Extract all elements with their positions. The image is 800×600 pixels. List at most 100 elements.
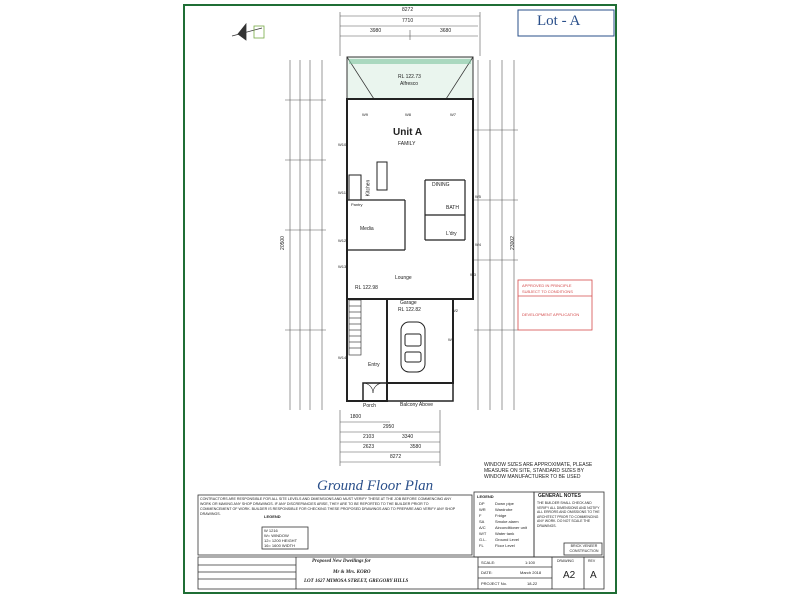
symbol-code: DP [479,501,485,506]
pantry-label: Pantry [351,202,363,207]
window-w3: W3 [470,272,476,277]
window-legend-title: LEGEND [264,514,281,519]
window-legend-item: W 1216 [264,528,278,533]
dim-bottom-2: 2950 [383,424,395,430]
lot-label-box [517,9,615,37]
window-legend-item: 12= 1200 HEIGHT [264,538,298,543]
contract-note: CONTRACTORS ARE RESPONSIBLE FOR ALL SITE… [200,497,456,516]
dining-label: DINING [432,182,450,188]
approval-stamp [517,279,593,331]
bottom-dimension-lines [339,410,441,466]
symbol-legend-title: LEGEND [477,494,494,499]
symbol-label: Down pipe [495,501,514,506]
building-walls [346,98,474,402]
window-legend-item: 16= 1600 WIDTH [264,543,296,548]
dim-top-inner: 7710 [402,18,414,24]
kitchen-label: Kitchen [365,179,372,197]
balcony-label: Balcony Above [400,402,434,408]
car-icon [400,321,426,373]
family-label: FAMILY [398,141,416,147]
symbol-label: Wardrobe [495,507,513,512]
symbol-code: A/C [479,525,486,530]
symbol-label: Floor Level [495,543,515,548]
date-label: DATE: [481,570,493,575]
symbol-code: WR [479,507,486,512]
symbol-label: Ground Level [495,537,520,542]
bath-label: BATH [446,205,459,211]
dim-right-overall: 23002 [509,236,516,250]
laundry-label: L'dry [446,231,457,237]
lot-label: Lot - A [537,13,581,29]
window-w7: W7 [450,112,456,117]
rev-label: REV [588,559,596,563]
left-dimension-lines [285,60,326,410]
project-no-value: 18-22 [527,581,538,586]
date-value: March 2018 [520,570,542,575]
general-notes-text: THE BUILDER SHALL CHECK AND VERIFY ALL D… [537,501,600,528]
title-block-frames [197,491,605,590]
unit-name: Unit A [393,127,423,138]
symbol-code: SA [479,519,485,524]
window-w2: W2 [452,308,458,313]
stamp-line3: DEVELOPMENT APPLICATION [522,312,580,317]
lounge-level: RL 122.98 [355,285,378,291]
window-w11: W11 [338,190,346,195]
symbol-label: Airconditioner unit [495,525,528,530]
construction-type: BRICK VENEER CONSTRUCTION [569,544,599,553]
dim-bottom-3b: 3340 [402,434,414,440]
window-w10: W10 [338,142,347,147]
window-w4: W4 [475,242,481,247]
general-notes-title: GENERAL NOTES [538,493,581,499]
window-w12: W12 [338,238,347,243]
window-legend-item: W= WINDOW [264,533,289,538]
client-name: Mr & Mrs. KORO [333,570,371,575]
dim-top-right: 3680 [440,28,452,34]
scale-value: 1:100 [525,560,536,565]
plan-title: Ground Floor Plan [317,478,434,494]
entry-label: Entry [368,362,380,368]
garage-label: Garage [400,300,417,306]
symbol-label: Fridge [495,513,507,518]
symbol-code: G.L. [479,537,487,542]
stamp-line2: SUBJECT TO CONDITIONS [522,289,573,294]
site-address: LOT 1627 MIMOSA STREET, GREGORY HILLS [304,579,409,584]
dim-bottom-overall: 8272 [390,454,402,460]
media-label: Media [360,226,374,232]
project-description: Proposed New Dwellings for [312,559,371,564]
dim-left-overall: 20500 [279,236,286,250]
dim-bottom-4a: 2623 [363,444,375,450]
window-w14: W14 [338,355,347,360]
north-arrow-icon [231,22,265,41]
alfresco-label: Alfresco [400,81,419,87]
garage-level: RL 122.82 [398,307,421,313]
top-dimension-lines [339,12,481,56]
window-note: WINDOW SIZES ARE APPROXIMATE, PLEASE MEA… [484,462,593,480]
dim-bottom-1: 1800 [350,414,362,420]
dim-bottom-4b: 3580 [410,444,422,450]
symbol-code: FL [479,543,484,548]
alfresco-level: RL 122.73 [398,74,421,80]
symbol-code: F [479,513,482,518]
drawing-number: A2 [563,570,576,581]
window-w5: W5 [475,194,481,199]
stamp-line1: APPROVED IN PRINCIPLE [522,283,572,288]
lounge-label: Lounge [395,275,412,281]
dim-top-left: 3980 [370,28,382,34]
symbol-label: Water tank [495,531,515,536]
right-dimension-lines [474,60,518,410]
rev-value: A [590,570,597,581]
project-no-label: PROJECT No. [481,581,507,586]
window-w1: W1 [448,337,454,342]
alfresco-roof [346,56,474,100]
window-w8: W8 [405,112,411,117]
window-w9: W9 [362,112,368,117]
symbol-code: W/T [479,531,487,536]
dim-top-overall: 8272 [402,7,414,13]
symbol-label: Smoke alarm [495,519,519,524]
drawing-label: DRAWING [557,559,574,563]
scale-label: SCALE: [481,560,496,565]
porch-label: Porch [363,403,377,409]
window-w13: W13 [338,264,347,269]
dim-bottom-3a: 2103 [363,434,375,440]
